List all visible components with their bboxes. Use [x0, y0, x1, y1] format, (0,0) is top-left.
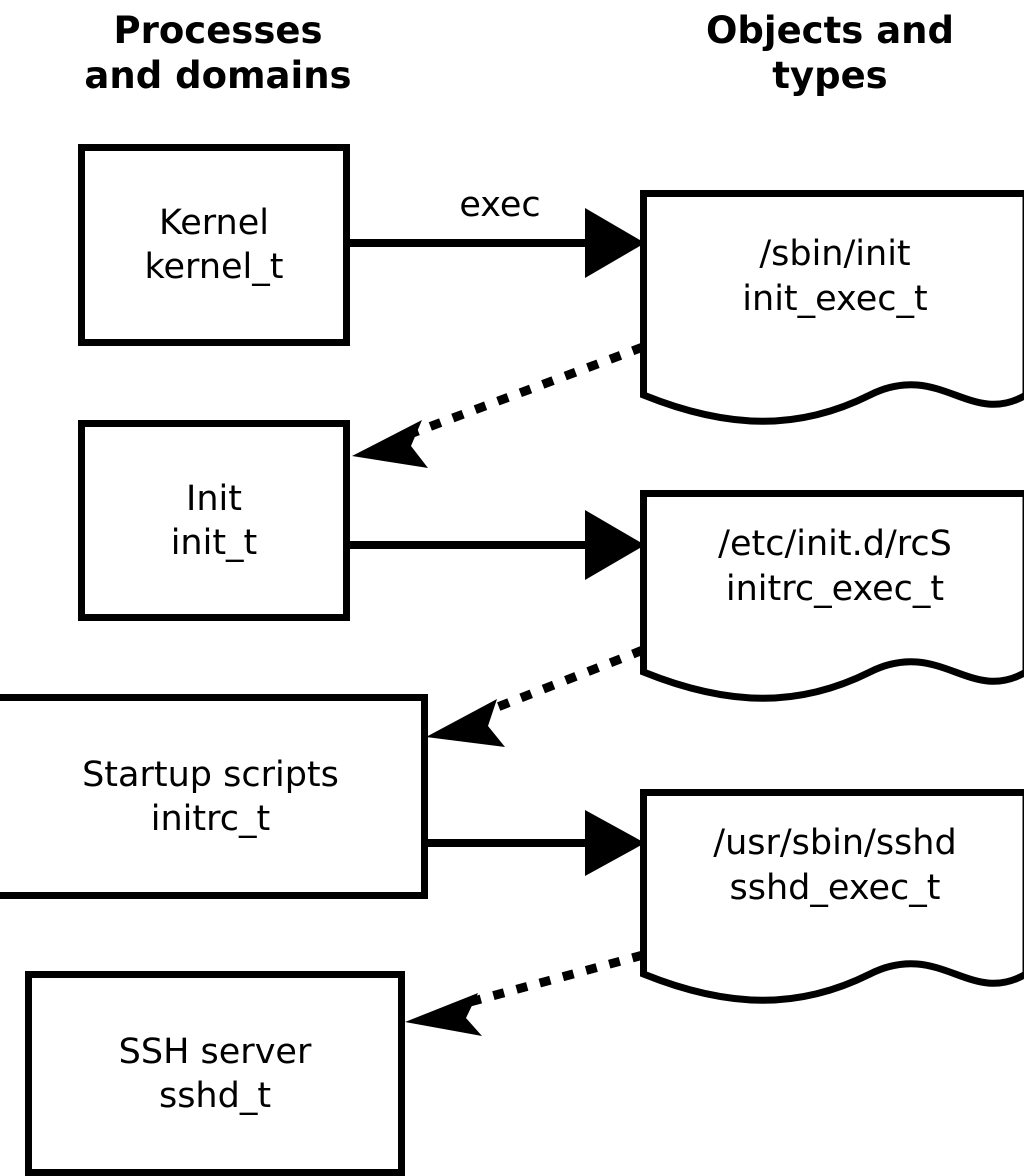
object-node-sshd-exec[interactable]: /usr/sbin/sshd sshd_exec_t — [640, 789, 1024, 1017]
process-node-initrc[interactable]: Startup scripts initrc_t — [0, 694, 428, 899]
object-node-init-exec[interactable]: /sbin/init init_exec_t — [640, 190, 1024, 435]
process-node-init-name: Init — [186, 478, 242, 519]
process-node-initrc-name: Startup scripts — [82, 754, 339, 795]
edge-initrc-exec-sshd — [428, 810, 645, 876]
object-node-sshd-exec-path: /usr/sbin/sshd — [713, 823, 957, 863]
edge-initrc-exec-transition — [426, 645, 645, 747]
process-node-sshd-type: sshd_t — [158, 1075, 272, 1116]
object-node-init-exec-type: init_exec_t — [742, 279, 928, 319]
document-shape-init-exec — [640, 190, 1024, 425]
process-node-kernel-name: Kernel — [159, 203, 269, 243]
edge-kernel-exec-init — [350, 208, 645, 278]
process-node-kernel-type: kernel_t — [144, 247, 284, 287]
edge-sshd-exec-transition — [405, 950, 645, 1036]
process-node-initrc-type: initrc_t — [150, 798, 271, 839]
edge-init-exec-transition — [352, 342, 645, 468]
object-node-initrc-exec-type: initrc_exec_t — [725, 569, 945, 609]
edge-init-exec-initrc — [350, 510, 645, 580]
column-title-objects: Objects and types — [630, 8, 1024, 98]
document-shape-initrc-exec — [640, 490, 1024, 702]
process-node-sshd[interactable]: SSH server sshd_t — [25, 971, 405, 1176]
column-title-objects-line1: Objects and — [705, 9, 955, 52]
column-title-objects-line2: types — [772, 54, 888, 97]
document-shape-sshd-exec — [640, 789, 1024, 1004]
process-node-kernel[interactable]: Kernel kernel_t — [78, 144, 350, 346]
process-node-init[interactable]: Init init_t — [78, 420, 350, 621]
process-node-init-type: init_t — [170, 522, 258, 563]
edge-label-exec: exec — [459, 185, 541, 225]
column-title-processes-line2: and domains — [84, 54, 352, 97]
process-node-sshd-name: SSH server — [118, 1031, 312, 1072]
object-node-initrc-exec-path: /etc/init.d/rcS — [718, 524, 952, 564]
column-title-processes-line1: Processes — [113, 9, 323, 52]
column-title-processes: Processes and domains — [18, 8, 418, 98]
object-node-init-exec-path: /sbin/init — [759, 234, 911, 274]
object-node-initrc-exec[interactable]: /etc/init.d/rcS initrc_exec_t — [640, 490, 1024, 715]
object-node-sshd-exec-type: sshd_exec_t — [729, 868, 941, 908]
